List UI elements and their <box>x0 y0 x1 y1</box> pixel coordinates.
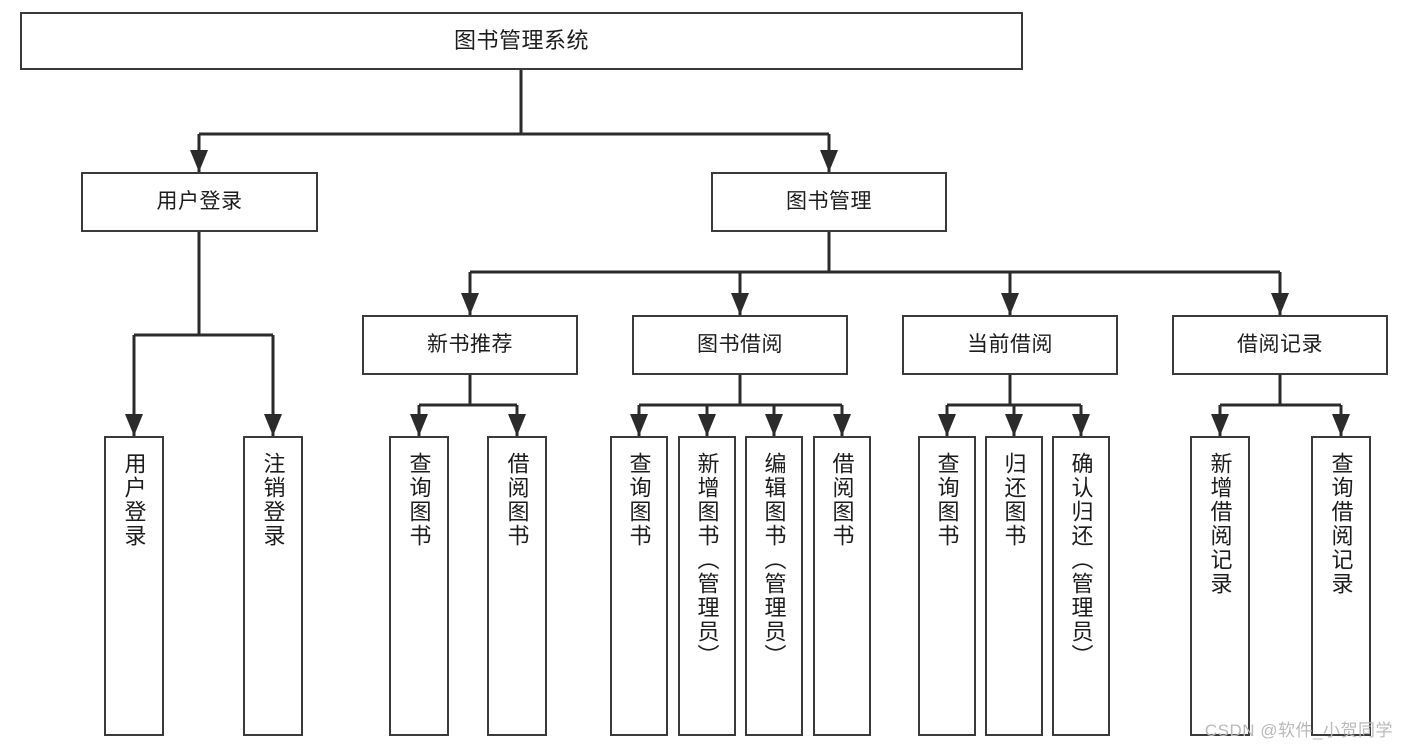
node-label-login: 用户登录 <box>156 190 243 214</box>
node-box-leaf-5[interactable]: 查询图书 <box>610 436 668 736</box>
node-label-borrow: 图书借阅 <box>697 333 783 357</box>
arrowhead-leaf-2 <box>264 414 282 436</box>
arrowhead-leaf-5 <box>630 414 648 436</box>
arrowhead-leaf-7 <box>765 414 783 436</box>
node-label-leaf-3: 查询图书 <box>406 452 432 548</box>
node-label-current: 当前借阅 <box>967 333 1053 357</box>
node-box-root[interactable]: 图书管理系统 <box>20 12 1023 70</box>
arrowhead-newbook <box>461 293 479 315</box>
arrowhead-leaf-10 <box>1005 414 1023 436</box>
node-label-leaf-6: 新增图书（管理员） <box>694 452 720 668</box>
node-label-leaf-11: 确认归还（管理员） <box>1068 452 1094 668</box>
node-box-leaf-12[interactable]: 新增借阅记录 <box>1190 436 1250 736</box>
node-label-root: 图书管理系统 <box>453 27 589 53</box>
arrowhead-leaf-6 <box>698 414 716 436</box>
node-box-records[interactable]: 借阅记录 <box>1172 315 1388 375</box>
arrowhead-records <box>1271 293 1289 315</box>
node-label-leaf-13: 查询借阅记录 <box>1328 452 1354 596</box>
node-box-leaf-1[interactable]: 用户登录 <box>104 436 164 736</box>
node-box-newbook[interactable]: 新书推荐 <box>362 315 578 375</box>
node-box-leaf-6[interactable]: 新增图书（管理员） <box>678 436 736 736</box>
node-box-bookmgmt[interactable]: 图书管理 <box>711 172 947 232</box>
node-label-leaf-4: 借阅图书 <box>504 452 530 548</box>
arrowhead-leaf-12 <box>1211 414 1229 436</box>
node-label-records: 借阅记录 <box>1237 333 1323 357</box>
arrowhead-login <box>190 150 208 172</box>
node-label-newbook: 新书推荐 <box>427 333 513 357</box>
arrowhead-borrow <box>731 293 749 315</box>
node-label-bookmgmt: 图书管理 <box>786 190 872 214</box>
arrowhead-leaf-9 <box>938 414 956 436</box>
node-box-leaf-8[interactable]: 借阅图书 <box>813 436 871 736</box>
node-label-leaf-12: 新增借阅记录 <box>1207 452 1233 596</box>
node-box-current[interactable]: 当前借阅 <box>902 315 1118 375</box>
node-box-leaf-7[interactable]: 编辑图书（管理员） <box>745 436 803 736</box>
node-box-leaf-10[interactable]: 归还图书 <box>985 436 1043 736</box>
node-label-leaf-9: 查询图书 <box>934 452 960 548</box>
node-box-leaf-13[interactable]: 查询借阅记录 <box>1311 436 1371 736</box>
arrowhead-current <box>1001 293 1019 315</box>
node-box-login[interactable]: 用户登录 <box>81 172 318 232</box>
node-box-leaf-4[interactable]: 借阅图书 <box>487 436 547 736</box>
arrowhead-leaf-1 <box>125 414 143 436</box>
arrowhead-leaf-13 <box>1332 414 1350 436</box>
node-label-leaf-1: 用户登录 <box>121 452 147 548</box>
node-box-borrow[interactable]: 图书借阅 <box>632 315 848 375</box>
node-label-leaf-5: 查询图书 <box>626 452 652 548</box>
arrowhead-leaf-8 <box>833 414 851 436</box>
node-box-leaf-9[interactable]: 查询图书 <box>918 436 976 736</box>
node-label-leaf-10: 归还图书 <box>1001 452 1027 548</box>
node-box-leaf-2[interactable]: 注销登录 <box>243 436 303 736</box>
arrowhead-leaf-11 <box>1072 414 1090 436</box>
node-label-leaf-2: 注销登录 <box>260 452 286 548</box>
arrowhead-bookmgmt <box>820 150 838 172</box>
node-box-leaf-3[interactable]: 查询图书 <box>389 436 449 736</box>
arrowhead-leaf-4 <box>508 414 526 436</box>
node-label-leaf-7: 编辑图书（管理员） <box>761 452 787 668</box>
arrowhead-leaf-3 <box>410 414 428 436</box>
node-label-leaf-8: 借阅图书 <box>829 452 855 548</box>
node-box-leaf-11[interactable]: 确认归还（管理员） <box>1052 436 1110 736</box>
